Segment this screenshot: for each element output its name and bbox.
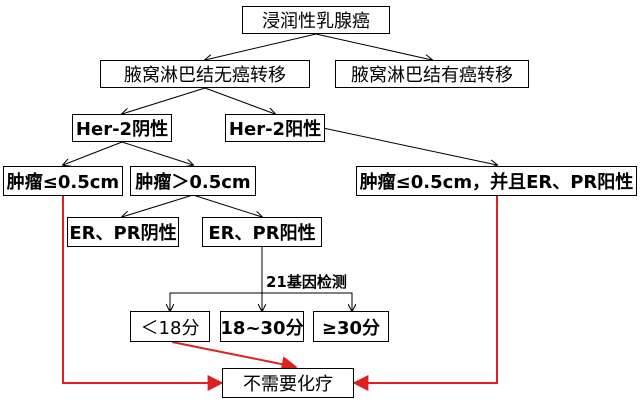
node-tumor-le: 肿瘤≤0.5cm [3,166,123,196]
red-arrow-tumor-le [62,196,224,391]
arrow-root-to-ln-neg [205,33,317,60]
arrow-gene-to-high [262,292,352,311]
gene-test-connector [170,247,263,311]
node-score-high: ≥30分 [313,311,389,342]
arrow-ln-neg-to-her2-pos [204,87,275,114]
node-no-chemo: 不需要化疗 [222,368,354,398]
red-arrow-score-low [171,341,298,372]
red-arrow-condition [352,196,498,391]
arrow-her2-neg-to-tumor-le [63,141,123,165]
arrow-her2-neg-to-tumor-gt [121,141,193,165]
node-ln-pos: 腋窝淋巴结有癌转移 [335,60,529,88]
arrow-tumor-gt-to-erpr-neg [122,194,194,217]
node-score-low: ＜18分 [130,311,210,342]
node-er-pr-pos: ER、PR阳性 [202,217,322,247]
node-her2-pos: Her-2阳性 [225,114,325,142]
arrow-her2-pos-to-condition [322,127,497,165]
node-root: 浸润性乳腺癌 [242,6,390,34]
node-ln-neg: 腋窝淋巴结无癌转移 [100,60,310,88]
label-gene-test: 21基因检测 [266,273,347,291]
node-er-pr-neg: ER、PR阴性 [67,217,179,247]
arrow-ln-neg-to-her2-neg [122,87,206,114]
arrow-tumor-gt-to-erpr-pos [192,194,262,217]
node-score-mid: 18~30分 [220,311,304,342]
node-her2-neg: Her-2阴性 [72,114,172,142]
arrow-root-to-ln-pos [315,33,432,60]
node-her2pos-condition: 肿瘤≤0.5cm，并且ER、PR阳性 [356,166,637,196]
node-tumor-gt: 肿瘤＞0.5cm [130,166,256,196]
